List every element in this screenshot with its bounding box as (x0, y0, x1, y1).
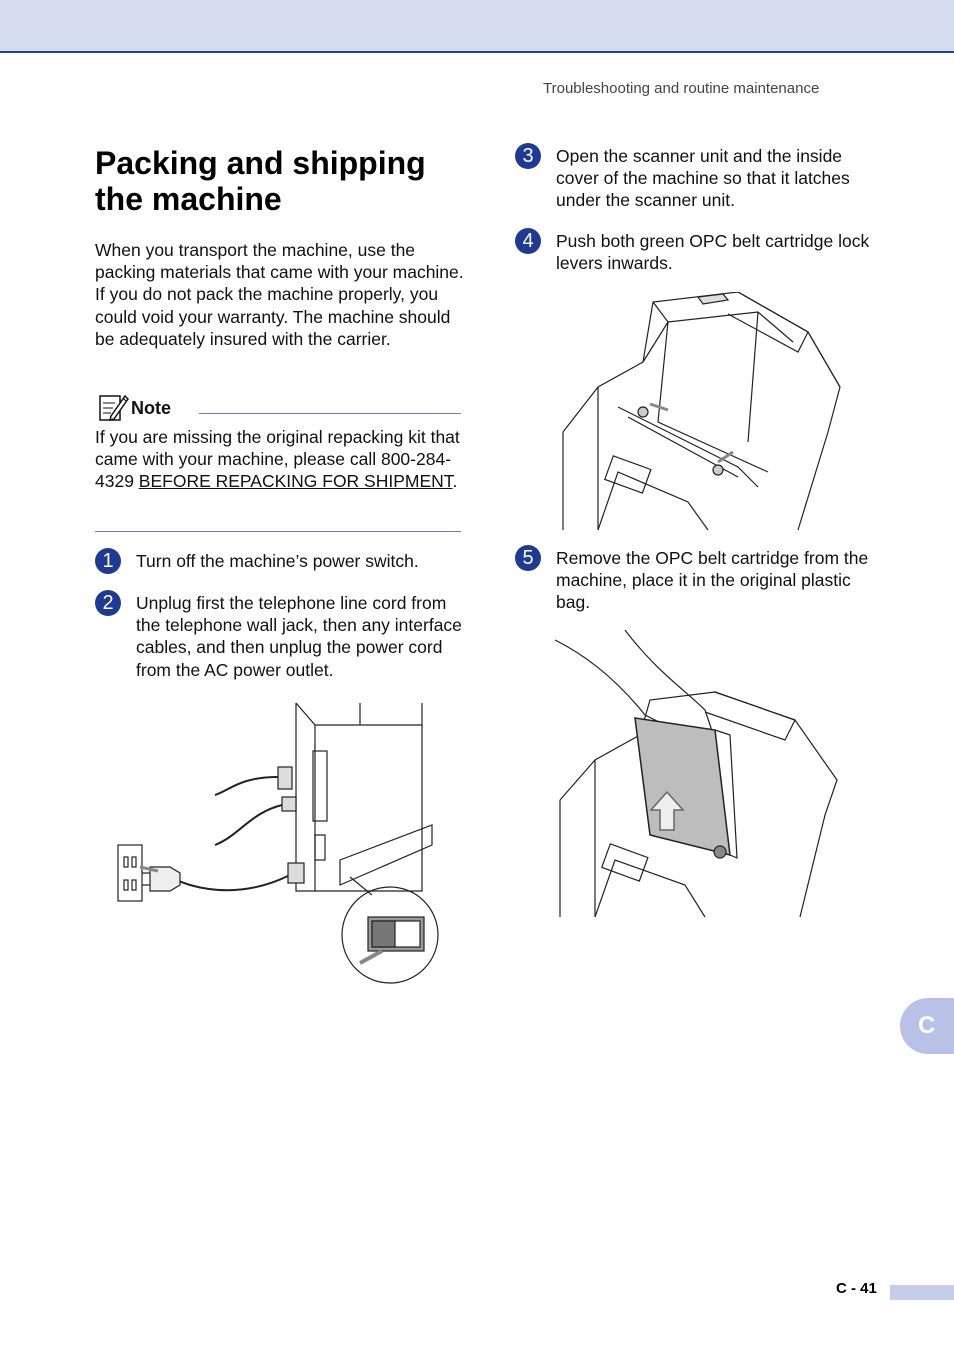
chapter-tab: C (900, 998, 954, 1054)
header-band (0, 0, 954, 53)
lock-levers-illustration (558, 291, 843, 539)
step-text: Push both green OPC belt cartridge lock … (556, 231, 870, 274)
step-text: Open the scanner unit and the inside cov… (556, 146, 850, 211)
unplug-cords-illustration (110, 695, 450, 995)
step-number: 2 (95, 590, 121, 616)
repacking-link[interactable]: BEFORE REPACKING FOR SHIPMENT (138, 471, 453, 492)
note-label: Note (131, 398, 171, 418)
note-bottom-divider (95, 531, 461, 532)
page-number: C - 41 (836, 1280, 877, 1297)
note-pencil-icon (97, 392, 129, 427)
note-text-before: If you are missing the original repackin… (95, 427, 460, 492)
note-divider (199, 413, 461, 414)
step-text: Turn off the machine’s power switch. (136, 551, 419, 571)
step-number: 1 (95, 548, 121, 574)
section-title: Packing and shipping the machine (95, 145, 426, 217)
footer-bar (890, 1285, 954, 1300)
note-text-after: . (452, 471, 458, 492)
intro-paragraph: When you transport the machine, use the … (95, 240, 464, 349)
note-box: Note If you are missing the original rep… (95, 392, 461, 493)
step-text: Unplug first the telephone line cord fro… (136, 593, 462, 680)
note-text: If you are missing the original repackin… (95, 426, 461, 493)
step-number: 3 (515, 143, 541, 169)
remove-cartridge-illustration (554, 629, 845, 925)
running-head: Troubleshooting and routine maintenance (543, 80, 820, 97)
note-header: Note (95, 392, 461, 422)
step-text: Remove the OPC belt cartridge from the m… (556, 548, 869, 613)
step-number: 5 (515, 545, 541, 571)
step-number: 4 (515, 228, 541, 254)
